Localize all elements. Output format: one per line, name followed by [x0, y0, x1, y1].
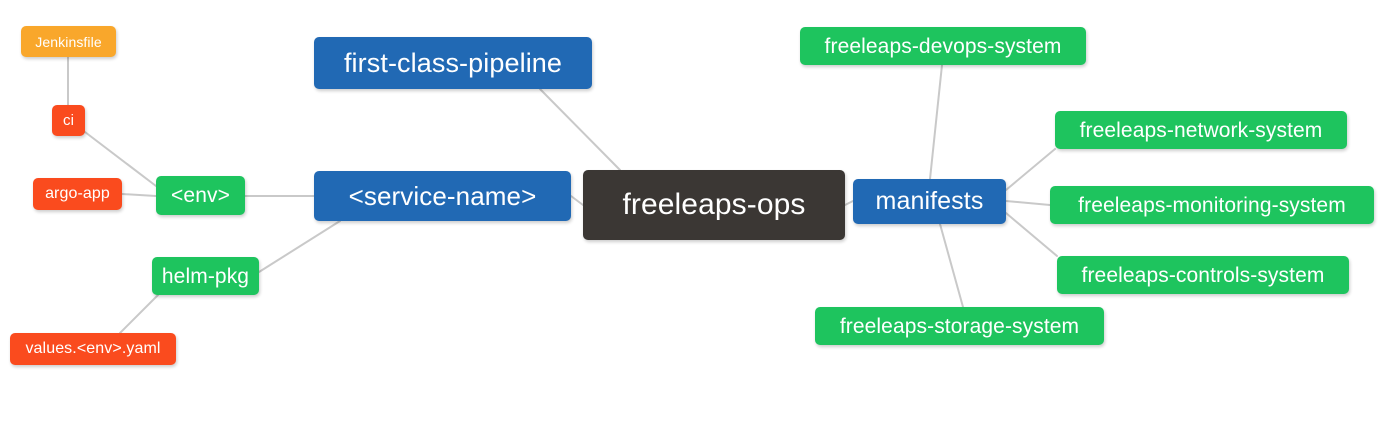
edge-root-to-manifests — [844, 200, 854, 206]
node-manifests[interactable]: manifests — [853, 179, 1006, 224]
node-controls[interactable]: freeleaps-controls-system — [1057, 256, 1349, 294]
edge-manifests-to-devops — [929, 64, 943, 180]
edge-root-to-pipeline — [539, 88, 621, 171]
edge-helm-to-values — [119, 294, 159, 334]
node-monitoring[interactable]: freeleaps-monitoring-system — [1050, 186, 1374, 224]
node-argoapp[interactable]: argo-app — [33, 178, 122, 210]
node-pipeline[interactable]: first-class-pipeline — [314, 37, 592, 89]
node-service[interactable]: <service-name> — [314, 171, 571, 221]
node-helm[interactable]: helm-pkg — [152, 257, 259, 295]
edge-env-to-argoapp — [121, 193, 157, 197]
edge-manifests-to-monitoring — [1005, 200, 1051, 206]
node-values[interactable]: values.<env>.yaml — [10, 333, 176, 365]
node-devops[interactable]: freeleaps-devops-system — [800, 27, 1086, 65]
node-storage[interactable]: freeleaps-storage-system — [815, 307, 1104, 345]
node-jenkinsfile[interactable]: Jenkinsfile — [21, 26, 116, 57]
edge-root-to-service — [570, 195, 584, 206]
node-ci[interactable]: ci — [52, 105, 85, 136]
edge-manifests-to-storage — [939, 223, 964, 308]
node-root[interactable]: freeleaps-ops — [583, 170, 845, 240]
edge-manifests-to-network — [1005, 148, 1056, 191]
node-env[interactable]: <env> — [156, 176, 245, 215]
node-network[interactable]: freeleaps-network-system — [1055, 111, 1347, 149]
edge-service-to-helm — [258, 220, 341, 273]
